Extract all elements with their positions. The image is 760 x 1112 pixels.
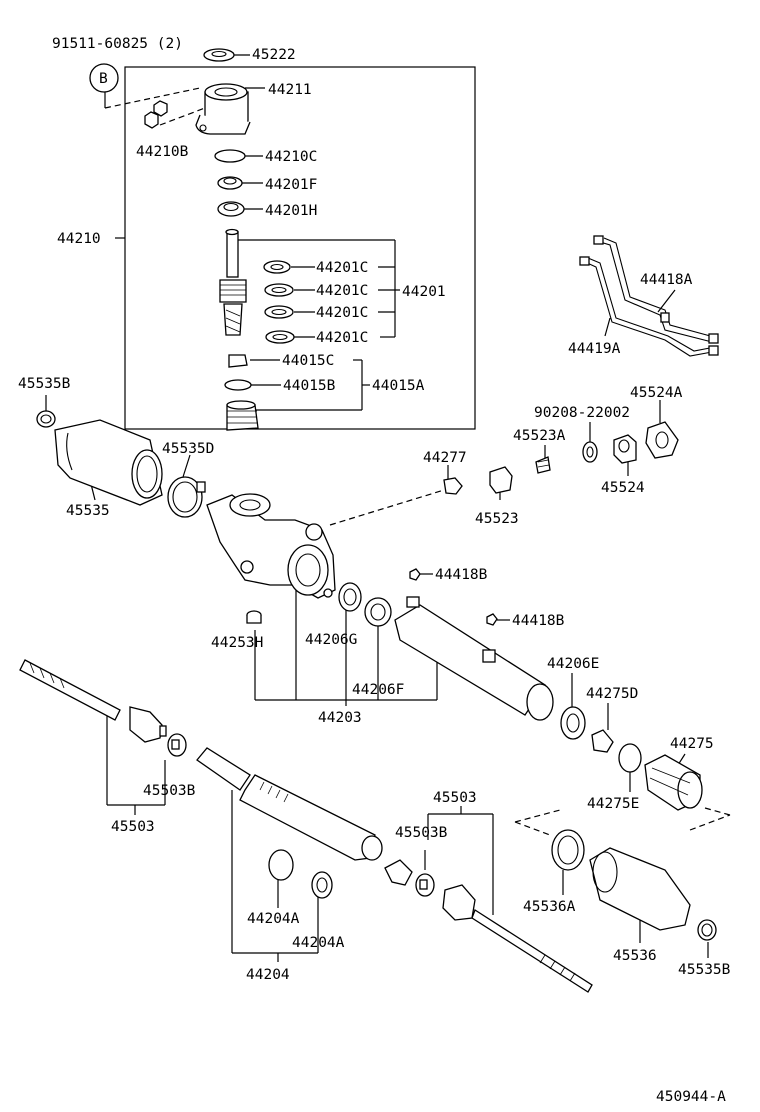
callout-44206e: 44206E bbox=[547, 656, 599, 672]
callout-44015b: 44015B bbox=[283, 378, 336, 394]
callout-44204a-1: 44204A bbox=[247, 911, 300, 927]
callout-44211: 44211 bbox=[268, 82, 312, 98]
bearing-44201f bbox=[217, 176, 243, 190]
diagram-reference-code: 450944-A bbox=[656, 1089, 726, 1105]
callout-45535b-bottom: 45535B bbox=[678, 962, 731, 978]
callout-45524: 45524 bbox=[601, 480, 645, 496]
callout-44277: 44277 bbox=[423, 450, 467, 466]
callout-44275: 44275 bbox=[670, 736, 714, 752]
callout-44201c-3: 44201C bbox=[316, 305, 368, 321]
adjuster-parts bbox=[443, 421, 679, 495]
callout-44419a: 44419A bbox=[568, 341, 621, 357]
callout-44015a: 44015A bbox=[372, 378, 425, 394]
tie-rod-right-45503 bbox=[442, 884, 593, 993]
callout-44201c-4: 44201C bbox=[316, 330, 368, 346]
cylinder-tube bbox=[394, 596, 554, 721]
clamp-45535d bbox=[167, 476, 206, 518]
callout-45535d: 45535D bbox=[162, 441, 214, 457]
sub-assembly-box bbox=[124, 66, 476, 430]
callout-44275d: 44275D bbox=[586, 686, 638, 702]
callout-44206f: 44206F bbox=[352, 682, 404, 698]
cap-45222 bbox=[203, 48, 235, 62]
callout-44015c: 44015C bbox=[282, 353, 334, 369]
plug-44253h bbox=[246, 610, 262, 624]
pinion-shaft-44201 bbox=[219, 228, 247, 336]
callout-44210: 44210 bbox=[57, 231, 101, 247]
bushings-44206 bbox=[338, 582, 392, 627]
callout-90208-22002: 90208-22002 bbox=[534, 405, 630, 421]
callout-44201: 44201 bbox=[402, 284, 446, 300]
callout-44418b-2: 44418B bbox=[512, 613, 565, 629]
tie-rod-left-45503 bbox=[19, 659, 187, 757]
callout-44275e: 44275E bbox=[587, 796, 639, 812]
callout-44418b-1: 44418B bbox=[435, 567, 488, 583]
callout-44201h: 44201H bbox=[265, 203, 317, 219]
boot-45536 bbox=[551, 829, 717, 941]
callout-45523a: 45523A bbox=[513, 428, 566, 444]
oring-44210c bbox=[214, 149, 246, 163]
callout-45503b-right: 45503B bbox=[395, 825, 448, 841]
callout-44206g: 44206G bbox=[305, 632, 357, 648]
bleeders-44418b bbox=[409, 568, 498, 626]
callout-45523: 45523 bbox=[475, 511, 519, 527]
callout-44204a-2: 44204A bbox=[292, 935, 345, 951]
callout-44201c-2: 44201C bbox=[316, 283, 368, 299]
callout-45535: 45535 bbox=[66, 503, 110, 519]
pipes-44418a-44419a bbox=[579, 235, 719, 357]
callout-45503-left: 45503 bbox=[111, 819, 155, 835]
housing-44211 bbox=[195, 83, 251, 135]
callout-44201f: 44201F bbox=[265, 177, 317, 193]
callout-44201c-1: 44201C bbox=[316, 260, 368, 276]
callout-45503b-left: 45503B bbox=[143, 783, 196, 799]
callout-b: B bbox=[99, 71, 108, 87]
callout-91511-60825: 91511-60825 (2) bbox=[52, 36, 183, 52]
reference-circle-b bbox=[89, 63, 119, 93]
callout-45536a: 45536A bbox=[523, 899, 576, 915]
callout-44253h: 44253H bbox=[211, 635, 263, 651]
callout-44203: 44203 bbox=[318, 710, 362, 726]
seal-kit-44015 bbox=[224, 354, 259, 431]
end-parts-44275 bbox=[560, 706, 703, 811]
bearing-44201h bbox=[217, 201, 245, 217]
seals-44204a bbox=[268, 849, 333, 899]
nuts-44210b bbox=[144, 100, 168, 129]
callout-44210c: 44210C bbox=[265, 149, 317, 165]
callout-45524a: 45524A bbox=[630, 385, 683, 401]
callout-44418a: 44418A bbox=[640, 272, 693, 288]
callout-45536: 45536 bbox=[613, 948, 657, 964]
boot-45535 bbox=[54, 419, 163, 506]
callout-45535b-top: 45535B bbox=[18, 376, 71, 392]
clamp-45535b-top bbox=[36, 410, 56, 428]
clip-45503b-right bbox=[415, 873, 435, 897]
rack-44204 bbox=[196, 747, 413, 886]
gear-housing-44203 bbox=[206, 493, 336, 599]
callout-44210b: 44210B bbox=[136, 144, 189, 160]
callout-45222: 45222 bbox=[252, 47, 296, 63]
callout-44204: 44204 bbox=[246, 967, 290, 983]
callout-45503-right: 45503 bbox=[433, 790, 477, 806]
seals-44201c bbox=[263, 260, 295, 344]
